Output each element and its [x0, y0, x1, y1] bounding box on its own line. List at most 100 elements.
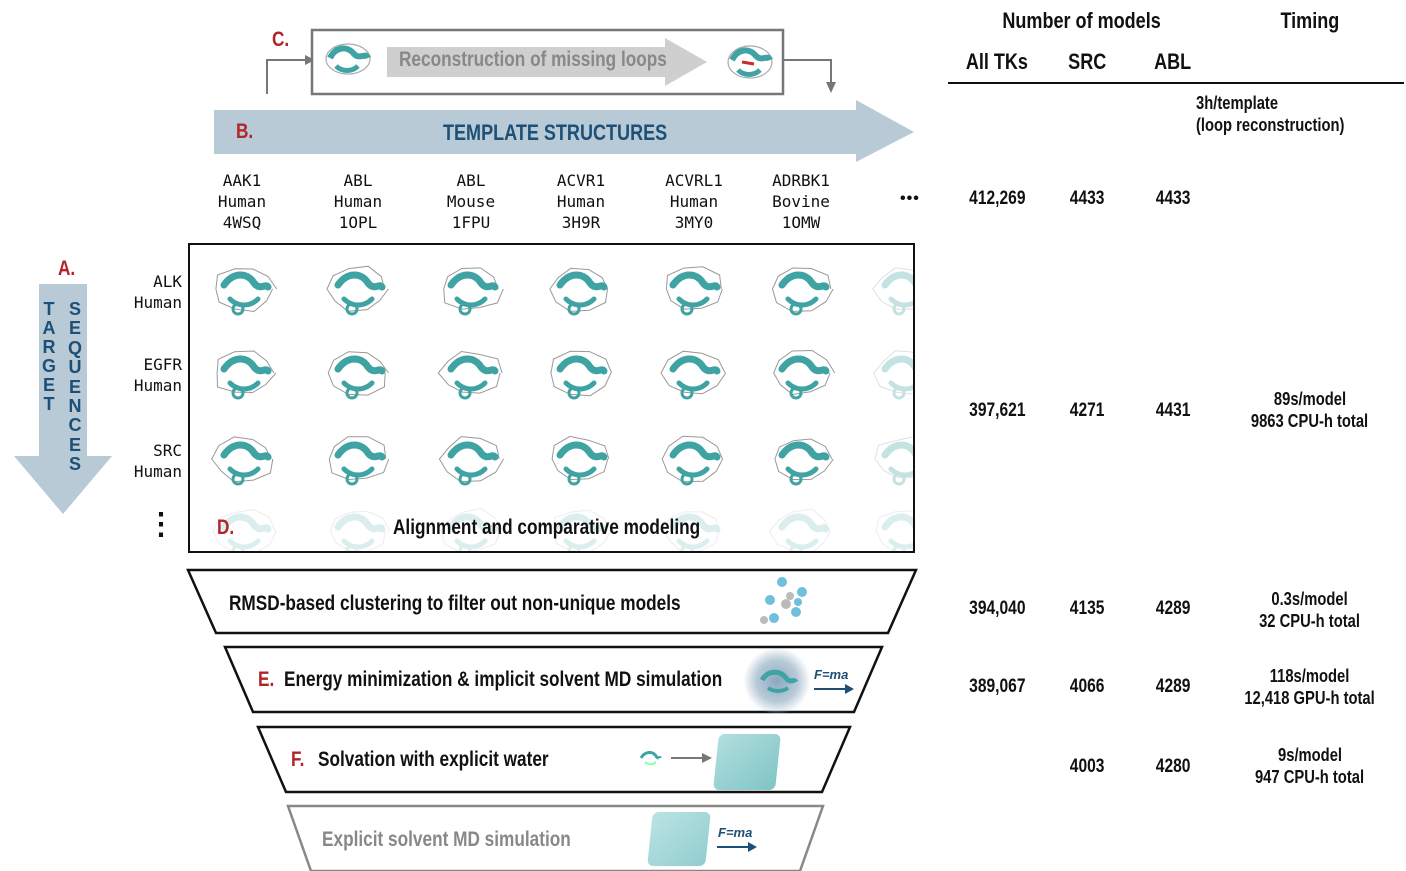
cell-row4-src: 4003 [1069, 756, 1105, 777]
protein-model-icon [874, 436, 913, 486]
template-pdb: 1OPL [338, 213, 378, 232]
label-b: B. [236, 120, 254, 143]
column-header-all-tks: All TKs [965, 49, 1029, 74]
template-header-2: ABL Mouse 1FPU [419, 170, 523, 233]
cell-row1-src: 4271 [1069, 400, 1105, 421]
cell-row4-abl: 4280 [1155, 756, 1191, 777]
cell-row0-src: 4433 [1069, 188, 1105, 209]
column-header-abl: ABL [1154, 49, 1192, 74]
cell-row2-all: 394,040 [968, 598, 1026, 619]
cell-row0-all: 412,269 [968, 188, 1026, 209]
template-species: Human [556, 192, 606, 211]
template-species: Human [217, 192, 267, 211]
cell-row2-abl: 4289 [1155, 598, 1191, 619]
fma-arrow-explicit [717, 842, 757, 852]
explicit-water-box-icon [647, 812, 711, 866]
label-c: C. [272, 28, 290, 51]
template-name: ABL [456, 171, 486, 190]
template-pdb: 3H9R [561, 213, 601, 232]
protein-model-icon [871, 267, 913, 316]
protein-model-icon [327, 351, 389, 400]
protein-model-icon [328, 436, 390, 486]
protein-model-icon [326, 265, 389, 316]
protein-model-icon [768, 508, 831, 551]
template-species: Mouse [446, 192, 496, 211]
label-a: A. [58, 257, 76, 280]
template-pdb: 3MY0 [674, 213, 714, 232]
column-header-src: SRC [1067, 49, 1107, 74]
protein-model-icon [212, 508, 277, 551]
small-protein-icon [638, 748, 662, 768]
label-e: E. [258, 668, 275, 691]
protein-model-icon [216, 350, 277, 400]
template-pdb: 1OMW [781, 213, 821, 232]
protein-model-icon [873, 350, 913, 400]
protein-model-icon [550, 350, 613, 400]
stage-clustering-shape [186, 568, 918, 635]
stage-energy-shape [223, 645, 884, 714]
protein-model-icon [215, 268, 278, 316]
protein-after-icon [724, 40, 776, 88]
cell-row2-src: 4135 [1069, 598, 1105, 619]
stage-solvation-label: Solvation with explicit water [318, 748, 549, 771]
fma-arrow-energy [814, 684, 854, 694]
cell-row0-timing: 3h/template(loop reconstruction) [1196, 93, 1345, 135]
loop-reconstruction-panel [266, 28, 836, 96]
fma-label-energy: F=ma [814, 667, 849, 682]
fma-label-explicit: F=ma [718, 825, 753, 840]
implicit-solvent-icon [744, 648, 810, 714]
template-pdb: 4WSQ [222, 213, 262, 232]
protein-model-icon [774, 438, 834, 486]
table-header-rule [948, 82, 1404, 84]
target-name: SRC [153, 441, 182, 460]
template-name: ADRBK1 [772, 171, 830, 190]
stage-clustering-label: RMSD-based clustering to filter out non-… [229, 592, 681, 615]
protein-model-icon [660, 350, 727, 400]
protein-model-icon [438, 436, 504, 486]
target-species: Human [133, 293, 182, 312]
template-pdb: 1FPU [451, 213, 491, 232]
template-structures-arrow [214, 100, 914, 162]
protein-model-icon [661, 435, 724, 486]
target-sequences-arrow [14, 284, 112, 514]
targets-ellipsis: ⋮ [146, 508, 176, 541]
protein-model-icon [437, 350, 503, 400]
cell-row3-all: 389,067 [968, 676, 1026, 697]
template-name: ACVRL1 [665, 171, 723, 190]
protein-model-icon [440, 507, 504, 551]
protein-model-icon [662, 511, 721, 551]
template-name: AAK1 [222, 171, 262, 190]
template-species: Human [669, 192, 719, 211]
cell-row1-all: 397,621 [968, 400, 1026, 421]
clustering-dots-icon [752, 574, 812, 630]
protein-model-icon [329, 510, 391, 551]
target-name: EGFR [143, 355, 182, 374]
templates-ellipsis: ••• [900, 190, 920, 207]
target-label-1: EGFR Human [110, 354, 182, 396]
stage-explicit-md-label: Explicit solvent MD simulation [322, 828, 571, 851]
target-species: Human [133, 376, 182, 395]
alignment-label: Alignment and comparative modeling [393, 516, 701, 539]
template-name: ACVR1 [556, 171, 606, 190]
template-species: Bovine [772, 192, 830, 211]
protein-model-icon [443, 267, 504, 316]
model-grid-box [188, 243, 915, 553]
cell-row3-src: 4066 [1069, 676, 1105, 697]
protein-model-icon [771, 267, 834, 316]
protein-model-icon [665, 266, 723, 316]
model-grid [211, 265, 913, 551]
protein-model-icon [211, 436, 274, 486]
label-d: D. [217, 516, 235, 539]
protein-model-icon [551, 435, 610, 486]
protein-model-icon [875, 510, 913, 551]
